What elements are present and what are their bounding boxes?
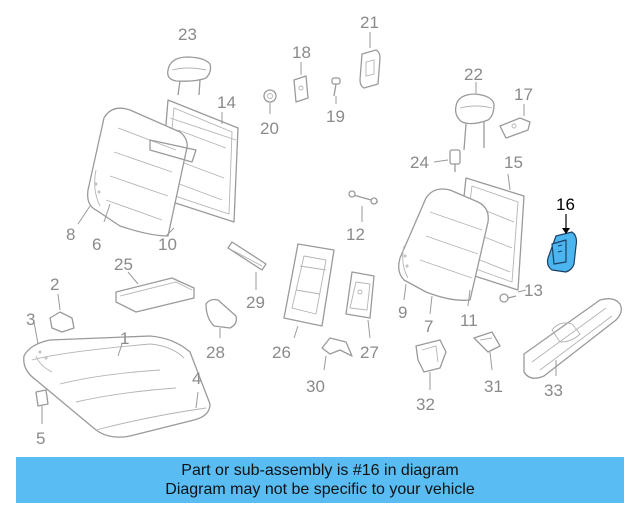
- callout-22: 22: [464, 65, 483, 84]
- callout-32: 32: [416, 395, 435, 414]
- callout-23: 23: [178, 25, 197, 44]
- part-31-bracket: [473, 331, 501, 371]
- part-30-clip: [321, 337, 353, 371]
- callout-17: 17: [514, 85, 533, 104]
- part-21-latch-cover: [359, 32, 381, 89]
- callout-25: 25: [114, 255, 133, 274]
- callout-6: 6: [92, 235, 101, 254]
- callout-2: 2: [50, 275, 59, 294]
- callout-27: 27: [360, 343, 379, 362]
- part-18-clip: [293, 62, 309, 103]
- callout-16[interactable]: 16: [556, 195, 575, 214]
- part-27-hinge-plate: [345, 271, 375, 339]
- callout-24: 24: [410, 153, 429, 172]
- part-20-grommet: [263, 89, 277, 114]
- callout-28: 28: [206, 343, 225, 362]
- callout-1: 1: [120, 329, 129, 348]
- callout-10: 10: [158, 235, 177, 254]
- callout-21: 21: [360, 13, 379, 32]
- callout-18: 18: [292, 43, 311, 62]
- part-1-seat-cushion: [23, 335, 211, 438]
- callout-15: 15: [504, 153, 523, 172]
- part-7-backrest-cushion: [398, 188, 489, 301]
- part-28-trim: [205, 298, 238, 338]
- parts-diagram: 23 14 6 8 10 20 18 19: [23, 13, 622, 448]
- part-26-frame-panel: [283, 243, 335, 339]
- callout-29: 29: [246, 293, 265, 312]
- arrow-16: [562, 228, 570, 234]
- part-13-screw: [499, 289, 527, 303]
- callout-7: 7: [424, 317, 433, 336]
- callout-33: 33: [544, 381, 563, 400]
- callout-30: 30: [306, 377, 325, 396]
- callout-5: 5: [36, 429, 45, 448]
- callout-4: 4: [192, 369, 201, 388]
- part-12-bolt: [348, 190, 379, 222]
- part-24-guide: [433, 149, 461, 172]
- part-17-bracket: [499, 104, 531, 139]
- callout-3: 3: [26, 310, 35, 329]
- part-32-bracket: [415, 339, 447, 390]
- part-2-clip: [49, 293, 75, 333]
- callout-20: 20: [260, 119, 279, 138]
- part-16-highlighted[interactable]: [546, 231, 578, 273]
- callout-11: 11: [460, 311, 478, 330]
- callout-13: 13: [524, 281, 543, 300]
- part-19-screw: [331, 77, 341, 104]
- callout-14: 14: [217, 93, 236, 112]
- callout-8: 8: [66, 225, 75, 244]
- part-29-strip: [227, 241, 267, 290]
- callout-9: 9: [398, 303, 407, 322]
- part-5-clip: [35, 389, 49, 424]
- part-23-headrest: [167, 56, 212, 96]
- part-6-backrest-cushion: [87, 107, 197, 237]
- caption-line-2: Diagram may not be specific to your vehi…: [165, 481, 475, 498]
- caption-line-1: Part or sub-assembly is #16 in diagram: [181, 462, 459, 479]
- part-25-pad: [115, 271, 195, 313]
- callout-31: 31: [484, 377, 503, 396]
- callout-19: 19: [326, 107, 345, 126]
- caption-banner: Part or sub-assembly is #16 in diagram D…: [16, 457, 624, 503]
- callout-26: 26: [272, 343, 291, 362]
- callout-12: 12: [346, 225, 365, 244]
- part-22-headrest: [454, 82, 495, 151]
- part-33-armrest: [523, 298, 622, 379]
